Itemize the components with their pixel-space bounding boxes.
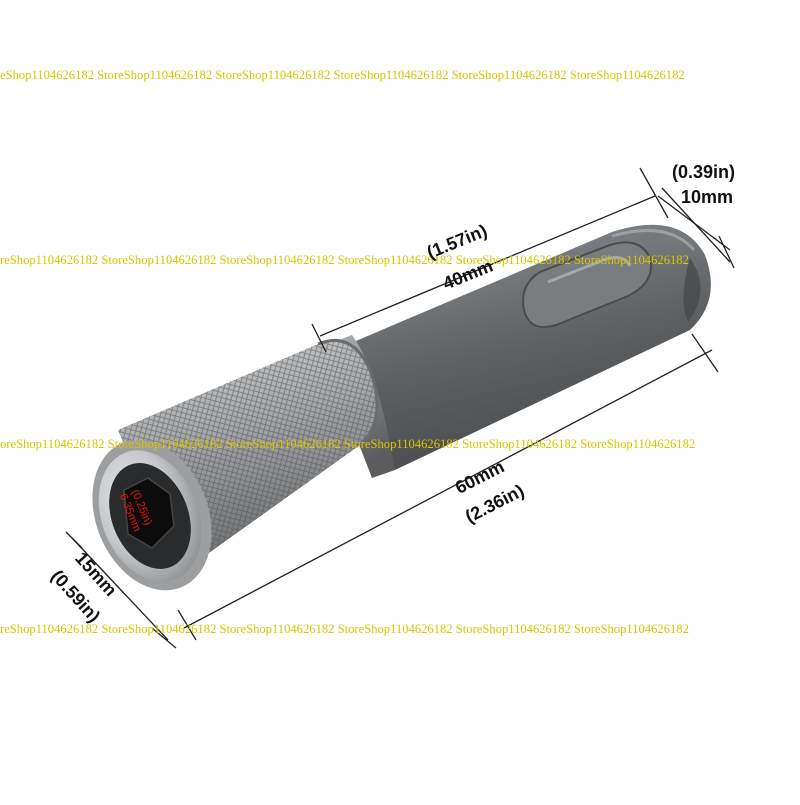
- collar-front-face: [92, 439, 212, 591]
- watermark-row: reShop1104626182 StoreShop1104626182 Sto…: [0, 622, 689, 636]
- hex-socket: [123, 477, 175, 549]
- watermark-row: eShop1104626182 StoreShop1104626182 Stor…: [0, 68, 685, 82]
- dimension-lines: [65, 167, 735, 649]
- watermark-row: reShop1104626182 StoreShop1104626182 Sto…: [0, 253, 689, 267]
- sds-shank: [330, 224, 711, 470]
- watermark-row: oreShop1104626182 StoreShop1104626182 St…: [0, 437, 696, 451]
- shank-width-mm-label: 10mm: [681, 187, 734, 207]
- shank-width-in-label: (0.39in): [672, 162, 736, 182]
